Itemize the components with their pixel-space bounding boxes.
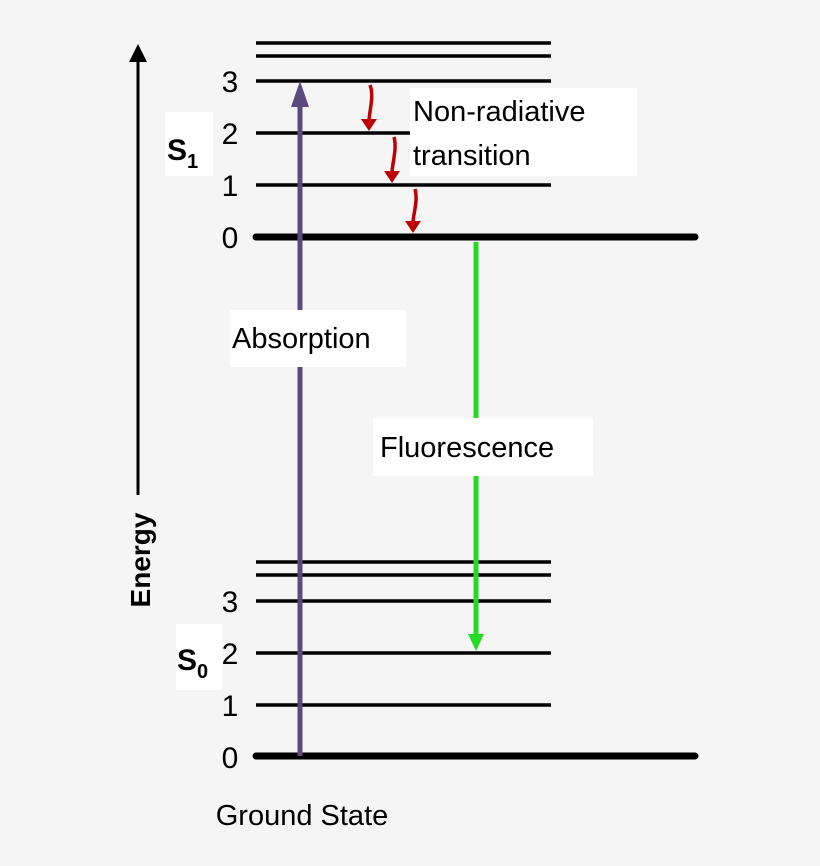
s1-level-0-label: 0 xyxy=(222,222,239,255)
s1-levels xyxy=(252,41,699,241)
s0-level-3-label: 3 xyxy=(222,586,239,619)
s0-level-2-label: 2 xyxy=(222,638,239,671)
nonradiative-label-line1: Non-radiative xyxy=(413,96,585,128)
nonradiative-label-line2: transition xyxy=(413,140,531,172)
nonradiative-arrow-3-2 xyxy=(367,84,374,121)
s1-level-3-label: 3 xyxy=(222,66,239,99)
s0-level-0-label: 0 xyxy=(222,742,239,775)
s0-level-1-label: 1 xyxy=(222,690,239,723)
s1-level-1-label: 1 xyxy=(222,170,239,203)
nonradiative-arrows xyxy=(361,84,421,233)
nonradiative-arrow-2-1 xyxy=(390,136,397,173)
absorption-arrow xyxy=(291,81,309,756)
nonradiative-arrow-1-0 xyxy=(411,188,418,223)
s1-state-label: S1 xyxy=(167,134,198,173)
energy-axis: Energy xyxy=(125,44,156,607)
s0-levels xyxy=(252,560,699,760)
s1-level-2-label: 2 xyxy=(222,118,239,151)
ground-state-label: Ground State xyxy=(216,800,389,832)
fluorescence-label: Fluorescence xyxy=(380,432,554,464)
absorption-label: Absorption xyxy=(232,323,371,355)
s0-state-label: S0 xyxy=(177,644,208,683)
energy-axis-label: Energy xyxy=(125,512,156,607)
energy-arrowhead-icon xyxy=(129,44,147,62)
